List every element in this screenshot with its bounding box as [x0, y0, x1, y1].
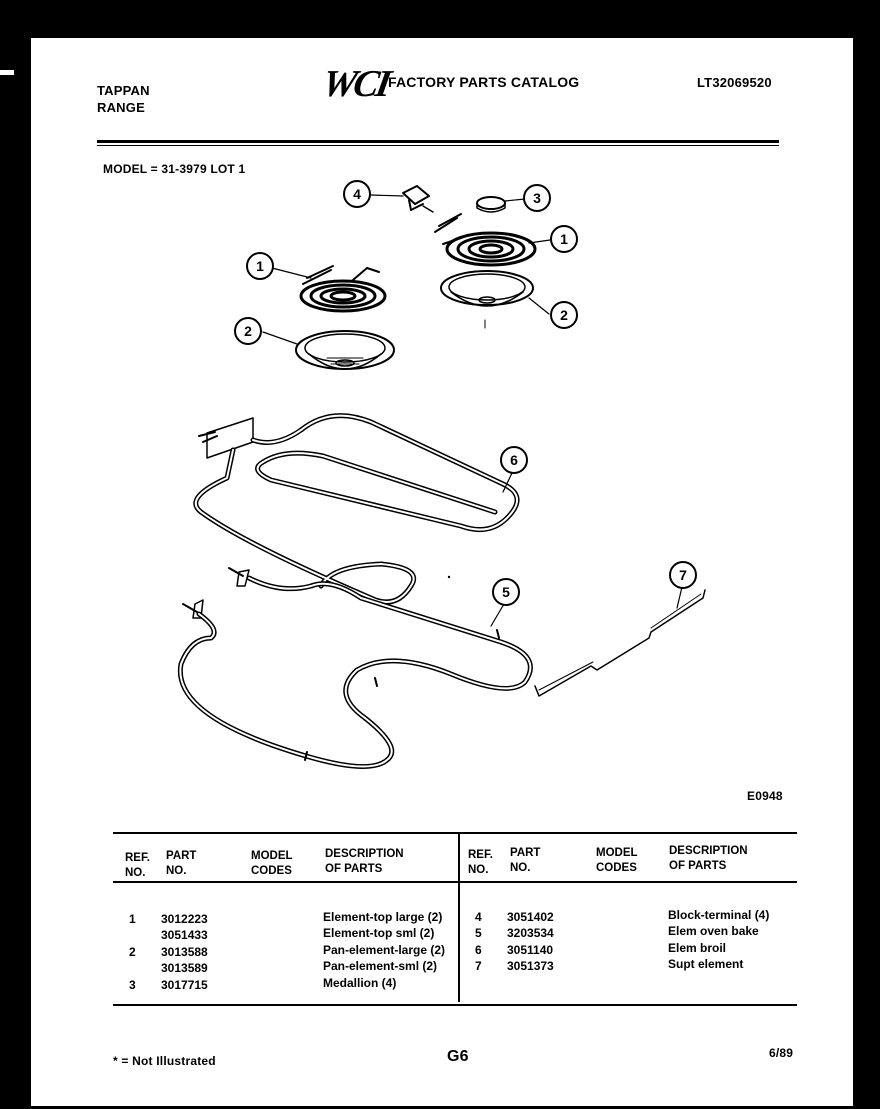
table-bottom-rule [113, 1004, 797, 1006]
svg-text:2: 2 [560, 307, 568, 323]
row-desc: Pan-element-sml (2) [323, 959, 438, 973]
row-desc: Elem oven bake [668, 924, 759, 938]
svg-text:3: 3 [533, 190, 541, 206]
edge-mark [0, 70, 14, 75]
header-rule [97, 140, 779, 143]
catalog-date: 6/89 [769, 1046, 794, 1060]
model-line: MODEL = 31-3979 LOT 1 [103, 162, 246, 176]
callout-4: 4 [343, 180, 371, 208]
callout-6: 6 [500, 446, 528, 474]
callouts: 4 3 1 1 2 2 6 [234, 180, 697, 606]
svg-text:6: 6 [510, 452, 518, 468]
callout-5: 5 [492, 578, 520, 606]
row-ref: 3 [129, 978, 136, 992]
page-number: G6 [447, 1048, 469, 1065]
row-desc: Element-top sml (2) [323, 926, 435, 940]
medallion-illustration [476, 196, 506, 213]
element-top-right-illustration [434, 213, 537, 267]
row-ref: 7 [475, 959, 482, 973]
callout-1-left: 1 [246, 252, 274, 280]
row-part: 3013588 [161, 945, 208, 959]
svg-text:7: 7 [679, 567, 687, 583]
drip-pan-right-illustration [440, 270, 534, 329]
brand-label: TAPPAN RANGE [97, 82, 150, 116]
svg-text:1: 1 [560, 231, 568, 247]
diagram-code: E0948 [747, 789, 783, 803]
brand-line-1: TAPPAN [97, 83, 150, 98]
parts-diagram: 4 3 1 1 2 2 6 [177, 180, 706, 770]
row-ref: 5 [475, 926, 482, 940]
col-ref-header-right: REF.NO. [468, 849, 493, 876]
catalog-title: FACTORY PARTS CATALOG [388, 74, 580, 90]
row-ref: 6 [475, 943, 482, 957]
table-divider [458, 832, 460, 1002]
row-part: 3051433 [161, 928, 208, 942]
support-element-illustration [534, 589, 706, 697]
drip-pan-left-illustration [295, 330, 395, 370]
row-part: 3013589 [161, 961, 208, 975]
callout-3: 3 [523, 184, 551, 212]
row-ref: 1 [129, 912, 136, 926]
not-illustrated-note: * = Not Illustrated [113, 1054, 216, 1068]
callout-2-right: 2 [550, 301, 578, 329]
element-top-left-illustration [299, 265, 387, 313]
callout-7: 7 [669, 561, 697, 589]
row-part: 3051373 [507, 959, 554, 973]
svg-text:2: 2 [244, 323, 252, 339]
callout-1-right: 1 [550, 225, 578, 253]
row-part: 3203534 [507, 926, 554, 940]
row-desc: Medallion (4) [323, 976, 397, 990]
row-desc: Supt element [668, 957, 744, 971]
broil-element-illustration [193, 413, 520, 605]
bake-element-illustration [177, 567, 533, 770]
table-top-rule [113, 832, 797, 834]
row-part: 3012223 [161, 912, 208, 926]
header-rule-thin [97, 145, 779, 146]
svg-text:5: 5 [502, 584, 510, 600]
callout-2-left: 2 [234, 317, 262, 345]
col-ref-header: REF.NO. [125, 852, 150, 879]
row-part: 3017715 [161, 978, 208, 992]
row-desc: Elem broil [668, 941, 727, 955]
row-ref: 4 [475, 910, 482, 924]
svg-text:1: 1 [256, 258, 264, 274]
brand-line-2: RANGE [97, 100, 145, 115]
table-header-rule [113, 881, 797, 883]
row-desc: Element-top large (2) [323, 910, 443, 924]
row-part: 3051402 [507, 910, 554, 924]
svg-text:4: 4 [353, 186, 361, 202]
row-desc: Block-terminal (4) [668, 908, 770, 922]
parts-catalog-page: TAPPAN RANGE WCI FACTORY PARTS CATALOG L… [31, 38, 853, 1106]
row-part: 3051140 [507, 943, 554, 957]
row-ref: 2 [129, 945, 136, 959]
row-desc: Pan-element-large (2) [323, 943, 446, 957]
catalog-number: LT32069520 [697, 75, 772, 90]
block-terminal-illustration [402, 185, 434, 213]
